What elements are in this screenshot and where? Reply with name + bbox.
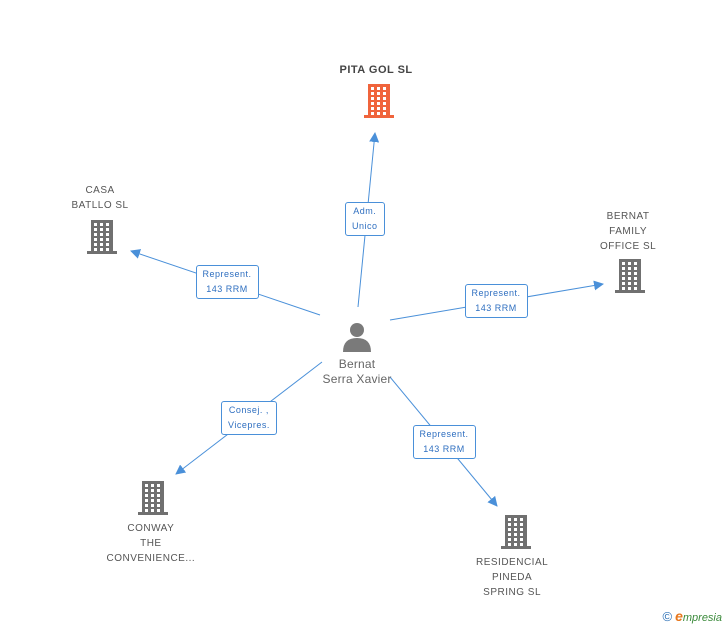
company-name-pitagol[interactable]: PITA GOL SL (340, 63, 413, 78)
relation-label-bernat-family[interactable]: Represent. 143 RRM (464, 284, 528, 318)
relation-label-line: 143 RRM (206, 284, 248, 294)
company-name-line: BATLLO SL (71, 200, 129, 211)
company-name-line: OFFICE SL (600, 241, 657, 252)
relation-label-line: Represent. (471, 288, 521, 298)
company-name-conway[interactable]: CONWAY THE CONVENIENCE... (107, 521, 196, 566)
relation-label-line: Represent. (202, 269, 252, 279)
relation-label-pitagol[interactable]: Adm. Unico (345, 202, 385, 236)
building-icon-casa-batllo[interactable] (87, 220, 117, 254)
company-name-bernat-family[interactable]: BERNAT FAMILY OFFICE SL (600, 209, 656, 254)
relation-label-casa-batllo[interactable]: Represent. 143 RRM (195, 265, 259, 299)
empresia-watermark: ©empresia (662, 608, 722, 624)
company-name-line: PINEDA (491, 572, 533, 583)
relation-label-line: Represent. (419, 429, 469, 439)
company-name-line: CASA (85, 185, 115, 196)
relation-label-conway[interactable]: Consej. , Vicepres. (221, 401, 277, 435)
building-icon-residencial[interactable] (501, 515, 531, 549)
company-name-line: PITA GOL SL (339, 64, 413, 76)
building-icon-conway[interactable] (138, 481, 168, 515)
brand-name: mpresia (682, 612, 722, 624)
person-name-line: Serra Xavier (322, 372, 392, 386)
company-name-line: CONVENIENCE... (106, 553, 196, 564)
person-name-line: Bernat (338, 357, 376, 371)
relation-label-line: Consej. , (228, 405, 269, 415)
copyright-symbol: © (662, 609, 673, 624)
relation-label-line: Unico (352, 221, 378, 231)
company-name-line: RESIDENCIAL (476, 557, 549, 568)
company-name-line: FAMILY (609, 226, 647, 237)
company-name-line: SPRING SL (483, 587, 542, 598)
person-icon[interactable] (343, 323, 371, 352)
company-name-casa-batllo[interactable]: CASA BATLLO SL (72, 183, 129, 213)
relation-label-line: 143 RRM (475, 303, 517, 313)
relation-label-line: Vicepres. (228, 420, 270, 430)
relation-label-line: 143 RRM (423, 444, 465, 454)
company-name-line: BERNAT (606, 211, 650, 222)
company-name-line: CONWAY (127, 523, 175, 534)
relation-label-residencial[interactable]: Represent. 143 RRM (412, 425, 476, 459)
brand-initial: e (675, 608, 683, 624)
building-icon-pitagol[interactable] (364, 84, 394, 118)
company-name-residencial[interactable]: RESIDENCIAL PINEDA SPRING SL (476, 555, 548, 600)
relation-label-line: Adm. (353, 206, 377, 216)
company-name-line: THE (140, 538, 162, 549)
building-icon-bernat-family[interactable] (615, 259, 645, 293)
